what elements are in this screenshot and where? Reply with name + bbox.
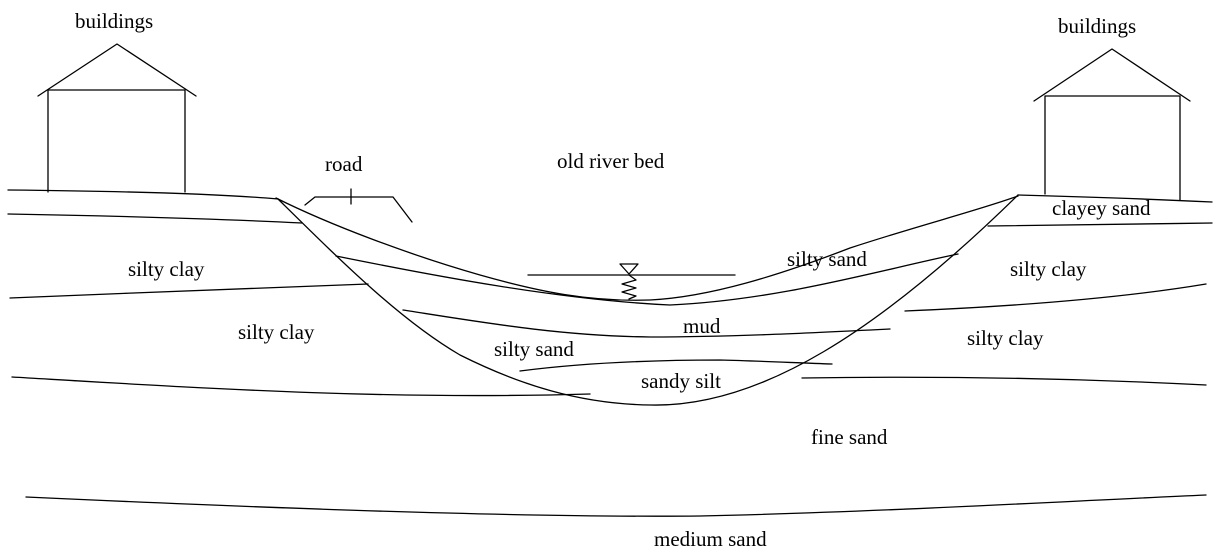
layer-boundary-left-1 — [7, 213, 303, 224]
label-road: road — [325, 152, 363, 176]
building-right — [1033, 48, 1191, 201]
label-sandy-silt: sandy silt — [641, 369, 721, 393]
building-right-roof — [1033, 48, 1191, 102]
building-left-walls — [47, 89, 186, 193]
layer-boundary-right-1 — [987, 222, 1213, 227]
label-silty-sand-upper: silty sand — [787, 247, 867, 271]
label-mud: mud — [683, 314, 721, 338]
label-silty-clay-upper-left: silty clay — [128, 257, 205, 281]
layer-boundary-left-2 — [9, 283, 369, 299]
layer-boundary-left-3 — [11, 376, 591, 397]
layer-boundary-right-3 — [801, 376, 1207, 386]
building-left-roof — [37, 43, 197, 97]
label-old-river-bed: old river bed — [557, 149, 665, 173]
layer-boundary-fine-medium-sand — [25, 494, 1207, 517]
road-embankment-outline — [304, 196, 413, 223]
building-left — [37, 43, 197, 193]
layer-boundary-right-2 — [904, 283, 1207, 312]
road-embankment — [304, 188, 413, 223]
building-right-walls — [1044, 95, 1181, 201]
label-silty-clay-upper-right: silty clay — [1010, 257, 1087, 281]
channel-layer-silty-sand-base — [335, 253, 959, 306]
ground-surface-left — [7, 189, 279, 200]
water-table-symbol — [619, 263, 639, 275]
water-level — [527, 263, 736, 300]
label-buildings-right: buildings — [1058, 14, 1136, 38]
label-silty-sand-lower: silty sand — [494, 337, 574, 361]
label-clayey-sand: clayey sand — [1052, 196, 1151, 220]
water-table-zigzag — [621, 274, 637, 300]
channel-layer-mud-base — [519, 359, 833, 372]
label-silty-clay-lower-left: silty clay — [238, 320, 315, 344]
river-bed-boundary — [277, 194, 1019, 406]
label-buildings-left: buildings — [75, 9, 153, 33]
old-river-bed-profile — [275, 195, 1019, 301]
label-silty-clay-lower-right: silty clay — [967, 326, 1044, 350]
channel-layer-mud-top — [402, 309, 891, 338]
label-fine-sand: fine sand — [811, 425, 888, 449]
ground-surface-right — [1017, 194, 1213, 203]
label-medium-sand: medium sand — [654, 527, 767, 551]
